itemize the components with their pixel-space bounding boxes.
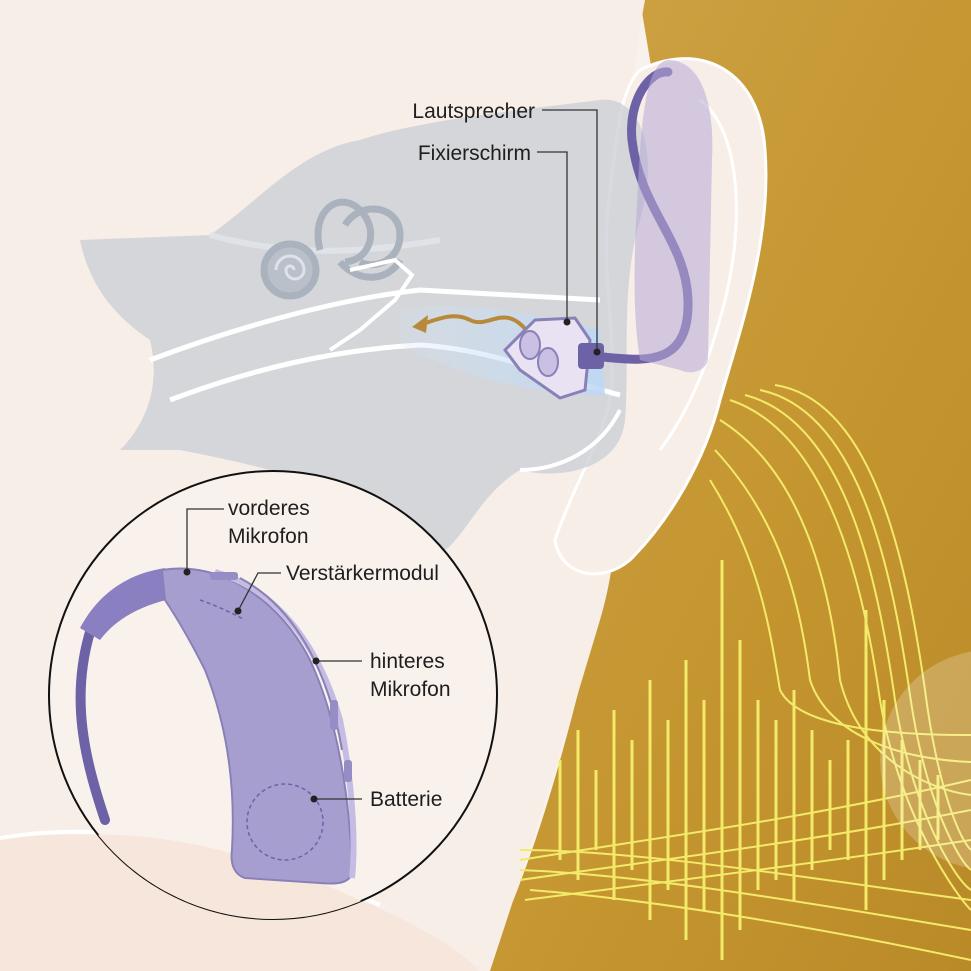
skull-anatomy [80, 99, 648, 560]
label-rear-mic-line2: Mikrofon [370, 678, 451, 701]
device-tube [75, 627, 110, 825]
leader-amplifier [237, 572, 281, 612]
label-front-mic-line2: Mikrofon [228, 525, 309, 548]
sound-waves [519, 384, 971, 961]
leader-dome [537, 151, 568, 322]
battery-compartment [246, 783, 324, 861]
label-speaker: Lautsprecher [412, 100, 535, 123]
waveform [558, 560, 940, 960]
label-front-mic-line1: vorderes [228, 497, 310, 520]
leader-speaker [542, 109, 598, 352]
leader-front-mic [186, 508, 224, 572]
label-dome: Fixierschirm [418, 142, 531, 165]
pale-highlight [880, 651, 971, 869]
device-body [160, 567, 354, 885]
label-rear-mic-line1: hinteres [370, 650, 445, 673]
device-behind-ear [634, 60, 713, 373]
label-amplifier: Verstärkermodul [286, 562, 439, 585]
label-battery: Batterie [370, 788, 442, 811]
receiver-dome [503, 316, 604, 400]
sound-path-arrow [419, 314, 532, 337]
